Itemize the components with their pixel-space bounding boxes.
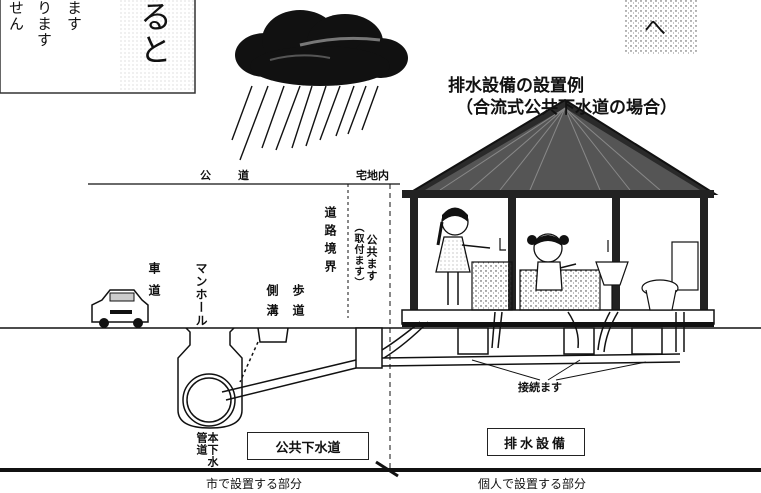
topleft-text-col1: せん [7,0,25,32]
topleft-text-big: ると [135,0,173,66]
drainage-facility-box: 排水設備 [487,428,585,456]
connection-basin-3 [631,327,663,355]
car-icon [91,289,149,328]
rain-lines [231,85,379,161]
public-sewer-box: 公共下水道 [247,432,369,460]
girl-figure-right [527,233,577,291]
house [401,98,719,327]
public-sewer-label: 公共下水道 [275,440,341,456]
bottom-base-line [0,468,761,472]
side-ditch-label: 側溝 [265,284,279,324]
connection-basin-leaders [471,359,647,381]
public-catch-basin-label: 公共ます [365,234,378,282]
diagram-subtitle: （合流式公共下水道の場合） [456,98,677,118]
private-land-label: 宅地内 [356,169,389,182]
topright-speckle [625,0,697,55]
girl-figure-left [435,207,491,305]
topleft-text-col2: ります [35,0,53,48]
main-sewer-label: 本下水管道 [195,432,219,468]
road-boundary-label: 道路境界 [323,206,337,278]
storm-cloud-icon [235,10,408,86]
topright-fragment: へ [644,16,667,41]
manhole-structure [177,327,289,429]
sidewalk-label: 歩道 [291,284,305,324]
drain-pipes [221,311,685,401]
public-catch-basin [355,327,383,369]
bottom-divider-mark [375,460,399,478]
car-road-label: 車道 [147,262,161,306]
topleft-text-col3: ます [65,0,83,32]
connection-basin-2 [563,327,595,355]
road-label: 公 道 [200,169,257,182]
manhole-label: マンホール [194,262,208,327]
diagram-title: 排水設備の設置例 [448,76,584,96]
public-catch-basin-note: （取付ます） [352,222,363,288]
drainage-facility-label: 排水設備 [503,436,568,452]
connection-basin-1 [457,327,489,355]
private-part-label: 個人で設置する部分 [478,477,587,491]
topleft-panel-shade [120,0,194,92]
connection-basin-label: 接続ます [518,381,562,394]
city-part-label: 市で設置する部分 [206,477,303,491]
